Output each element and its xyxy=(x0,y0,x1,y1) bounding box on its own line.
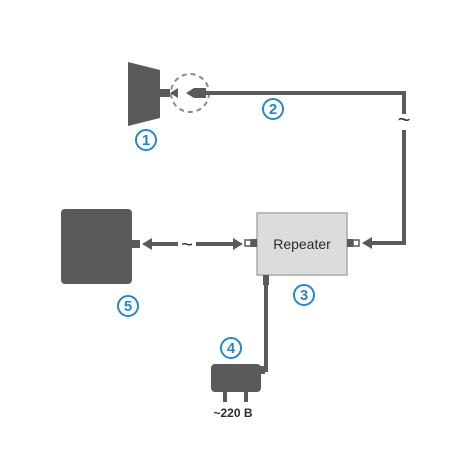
repeater-unit: Repeater xyxy=(244,212,360,285)
cable-break-symbol-right: ~ xyxy=(398,107,411,132)
marker-3: 3 xyxy=(293,284,315,306)
plug-pin-left xyxy=(223,392,227,402)
marker-2: 2 xyxy=(262,98,284,120)
indoor-antenna xyxy=(61,209,152,284)
cable-outdoor: ~ xyxy=(204,91,411,245)
repeater-label: Repeater xyxy=(273,236,331,252)
indoor-antenna-panel xyxy=(61,209,132,284)
repeater-box xyxy=(256,212,348,276)
repeater-right-connector xyxy=(362,237,372,249)
marker-3-label: 3 xyxy=(300,287,308,304)
marker-4-label: 4 xyxy=(227,340,236,357)
cable-break-symbol-left: ~ xyxy=(181,234,193,256)
cable-indoor: ~ xyxy=(150,234,243,256)
marker-5: 5 xyxy=(117,295,139,317)
antenna-connector xyxy=(160,88,206,98)
repeater-port-left xyxy=(251,239,257,247)
power-label: ~220 В xyxy=(213,406,252,420)
power-supply: ~220 В xyxy=(211,283,268,420)
marker-4: 4 xyxy=(220,337,242,359)
repeater-port-right xyxy=(347,239,353,247)
power-adapter xyxy=(211,364,261,392)
marker-1: 1 xyxy=(135,129,157,151)
plug-pin-right xyxy=(244,392,248,402)
marker-5-label: 5 xyxy=(124,298,132,315)
outdoor-antenna xyxy=(128,62,160,126)
marker-1-label: 1 xyxy=(142,132,150,149)
repeater-power-port xyxy=(263,275,269,285)
outdoor-antenna-panel xyxy=(128,62,160,126)
marker-2-label: 2 xyxy=(269,101,277,118)
